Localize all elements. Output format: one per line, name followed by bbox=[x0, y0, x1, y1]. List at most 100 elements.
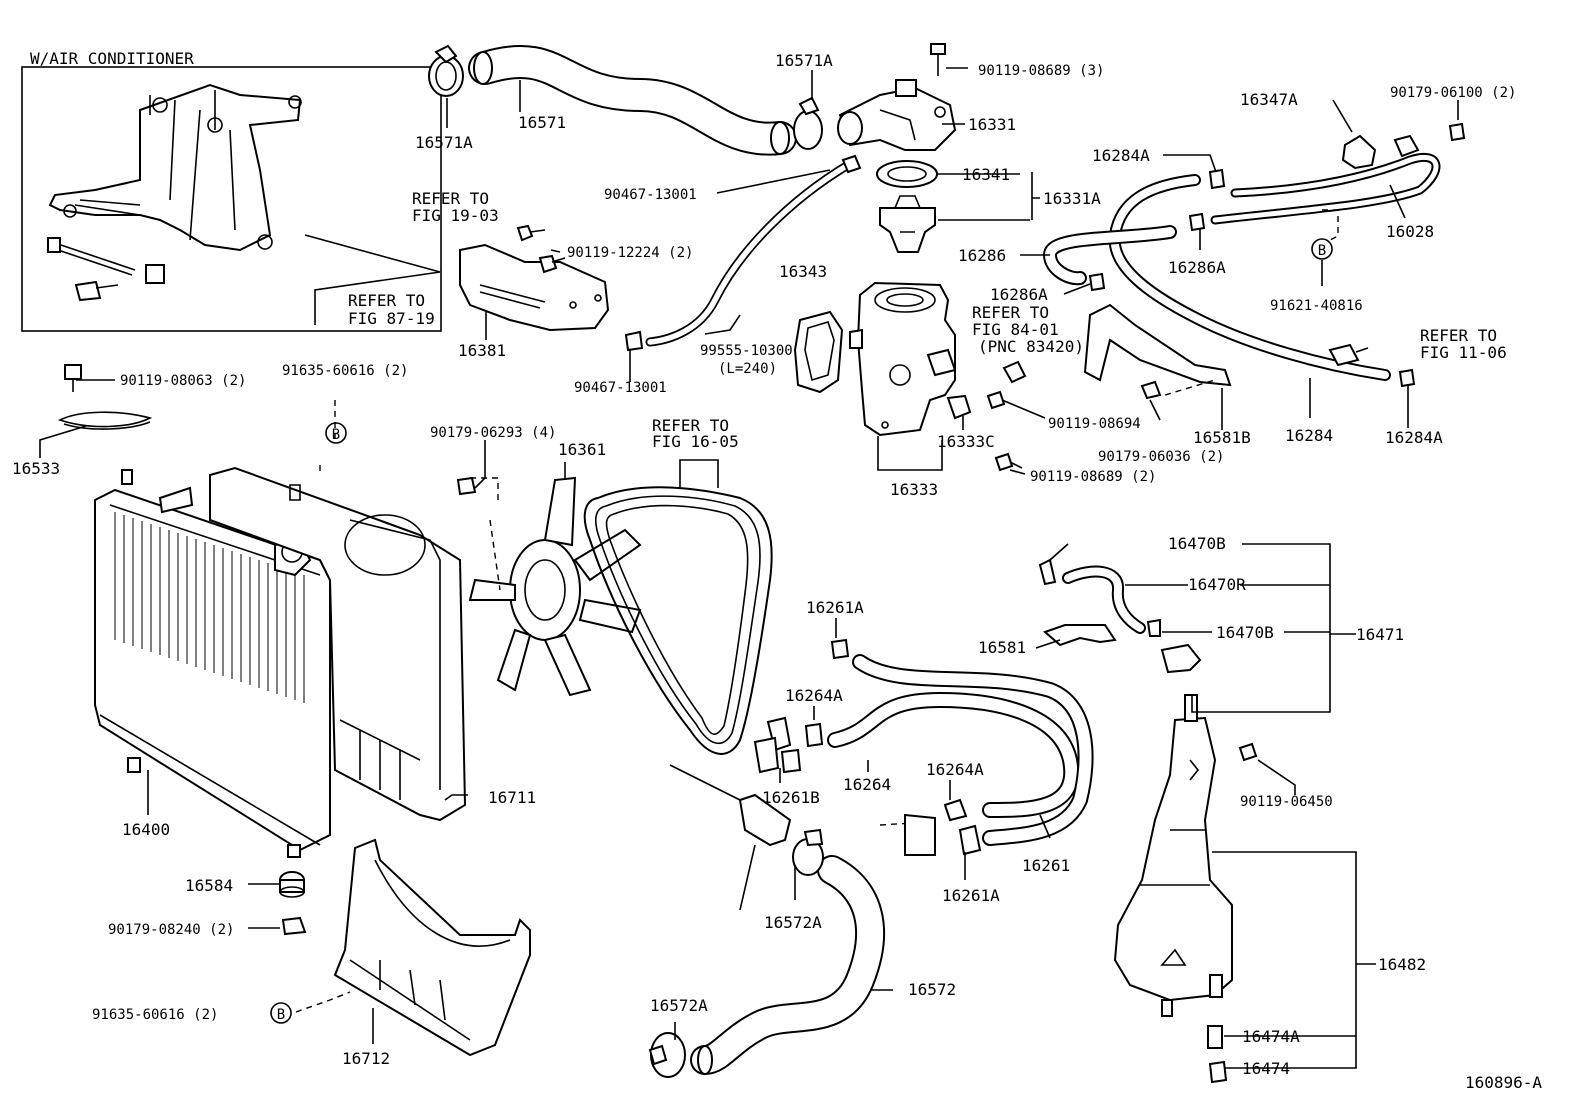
label-16261B: 16261B bbox=[762, 788, 820, 807]
label-90179-08240: 90179-08240 (2) bbox=[108, 922, 234, 938]
water-inlet-housing-16333 bbox=[849, 281, 957, 437]
v-belt bbox=[583, 486, 773, 755]
label-16571: 16571 bbox=[518, 113, 566, 132]
label-16572: 16572 bbox=[908, 980, 956, 999]
bracket-16581 bbox=[1043, 624, 1117, 647]
label-16474: 16474 bbox=[1242, 1059, 1290, 1078]
label-16284: 16284 bbox=[1285, 426, 1333, 445]
leader-lines bbox=[39, 67, 1459, 1069]
grommet-90179-08240 bbox=[281, 916, 307, 936]
label-16474A: 16474A bbox=[1242, 1027, 1300, 1046]
cap-16471 bbox=[1160, 643, 1202, 674]
label-90119-08063: 90119-08063 (2) bbox=[120, 373, 246, 389]
heater-hose-16264 bbox=[827, 692, 1080, 818]
refer-19-03-line2: FIG 19-03 bbox=[412, 206, 499, 225]
label-16347A: 16347A bbox=[1240, 90, 1298, 109]
label-16361: 16361 bbox=[558, 440, 606, 459]
refer-84-01-line2: FIG 84-01 bbox=[972, 320, 1059, 339]
svg-text:B: B bbox=[277, 1007, 285, 1023]
lower-shroud-16712 bbox=[333, 838, 531, 1057]
label-16264A-mid: 16264A bbox=[926, 760, 984, 779]
label-90119-12224: 90119-12224 (2) bbox=[567, 245, 693, 261]
label-16711: 16711 bbox=[488, 788, 536, 807]
label-91635-60616-bottom: 91635-60616 (2) bbox=[92, 1007, 218, 1023]
lower-hose-16572 bbox=[690, 855, 886, 1075]
label-16712: 16712 bbox=[342, 1049, 390, 1068]
thermostat bbox=[879, 195, 936, 253]
fan-shroud-16711 bbox=[209, 466, 467, 822]
hose-16474 bbox=[1207, 1025, 1228, 1084]
label-91635-60616-top: 91635-60616 (2) bbox=[282, 363, 408, 379]
heater-valve-parts bbox=[753, 638, 982, 856]
pipe-16533 bbox=[57, 411, 153, 430]
bolt-90119-08063 bbox=[64, 364, 82, 392]
hose-clamp-16571A-right bbox=[793, 96, 823, 150]
gasket-16341 bbox=[876, 160, 938, 188]
label-90179-06036: 90179-06036 (2) bbox=[1098, 449, 1224, 465]
label-16341: 16341 bbox=[962, 165, 1010, 184]
gasket-16343 bbox=[793, 310, 844, 394]
refer-11-06-line1: REFER TO bbox=[1420, 326, 1497, 345]
label-16572A-mid: 16572A bbox=[764, 913, 822, 932]
refer-19-03-line1: REFER TO bbox=[412, 189, 489, 208]
inset-title: W/AIR CONDITIONER bbox=[30, 49, 194, 68]
label-16261A-top: 16261A bbox=[806, 598, 864, 617]
refer-16-05-bracket bbox=[679, 459, 719, 488]
radiator-support-16584 bbox=[279, 871, 305, 898]
radiator-core-fins bbox=[114, 512, 305, 703]
water-outlet-16331 bbox=[837, 79, 957, 151]
marker-b-left: B bbox=[325, 422, 347, 444]
clamps-16284A-16286A bbox=[1088, 122, 1466, 388]
label-90467-13001-top: 90467-13001 bbox=[604, 187, 697, 203]
pipe-16028 bbox=[1210, 134, 1441, 225]
label-16343: 16343 bbox=[779, 262, 827, 281]
plug-16333C bbox=[946, 394, 972, 420]
label-16470B-top: 16470B bbox=[1168, 534, 1226, 553]
radiator-16400 bbox=[94, 469, 331, 858]
svg-text:B: B bbox=[332, 427, 340, 443]
label-16581B: 16581B bbox=[1193, 428, 1251, 447]
label-90179-06293: 90179-06293 (4) bbox=[430, 425, 556, 441]
label-16571A-left: 16571A bbox=[415, 133, 473, 152]
label-90119-08689-2: 90119-08689 (2) bbox=[1030, 469, 1156, 485]
heater-hose-16261 bbox=[852, 654, 1094, 846]
label-16482: 16482 bbox=[1378, 955, 1426, 974]
refer-16-05-line2: FIG 16-05 bbox=[652, 432, 739, 451]
label-16028: 16028 bbox=[1386, 222, 1434, 241]
label-90119-08689-3: 90119-08689 (3) bbox=[978, 63, 1104, 79]
label-L240: (L=240) bbox=[718, 361, 777, 377]
label-16286A-mid: 16286A bbox=[990, 285, 1048, 304]
svg-text:B: B bbox=[1318, 243, 1326, 259]
label-16286A-right: 16286A bbox=[1168, 258, 1226, 277]
fan-16361 bbox=[468, 476, 642, 697]
label-90119-08694: 90119-08694 bbox=[1048, 416, 1141, 432]
fan-coupling bbox=[456, 476, 501, 591]
label-90467-13001-bottom: 90467-13001 bbox=[574, 380, 667, 396]
hose-clamp-16571A-left bbox=[428, 44, 464, 97]
label-16470B-mid: 16470B bbox=[1216, 623, 1274, 642]
label-16533: 16533 bbox=[12, 459, 60, 478]
label-16284A-top: 16284A bbox=[1092, 146, 1150, 165]
reservoir-hose-16470R bbox=[1038, 558, 1161, 637]
pipe-bracket-16581B bbox=[1083, 303, 1232, 400]
bracket-16381 bbox=[459, 224, 610, 332]
label-16284A-bottom: 16284A bbox=[1385, 428, 1443, 447]
label-90179-06100: 90179-06100 (2) bbox=[1390, 85, 1516, 101]
label-16333: 16333 bbox=[890, 480, 938, 499]
refer-84-01-line1: REFER TO bbox=[972, 303, 1049, 322]
refer-16-05-line1: REFER TO bbox=[652, 416, 729, 435]
hose-16286 bbox=[1043, 225, 1177, 286]
label-diagram-id: 160896-A bbox=[1465, 1073, 1542, 1092]
label-90119-06450: 90119-06450 bbox=[1240, 794, 1333, 810]
label-16381: 16381 bbox=[458, 341, 506, 360]
label-16471: 16471 bbox=[1356, 625, 1404, 644]
label-16572A-bottom: 16572A bbox=[650, 996, 708, 1015]
clamp-16572A bbox=[648, 828, 824, 1078]
label-16581: 16581 bbox=[978, 638, 1026, 657]
label-16584: 16584 bbox=[185, 876, 233, 895]
label-16264A-top: 16264A bbox=[785, 686, 843, 705]
marker-b-bottom: B bbox=[270, 1002, 292, 1024]
label-16331: 16331 bbox=[968, 115, 1016, 134]
label-16331A: 16331A bbox=[1043, 189, 1101, 208]
